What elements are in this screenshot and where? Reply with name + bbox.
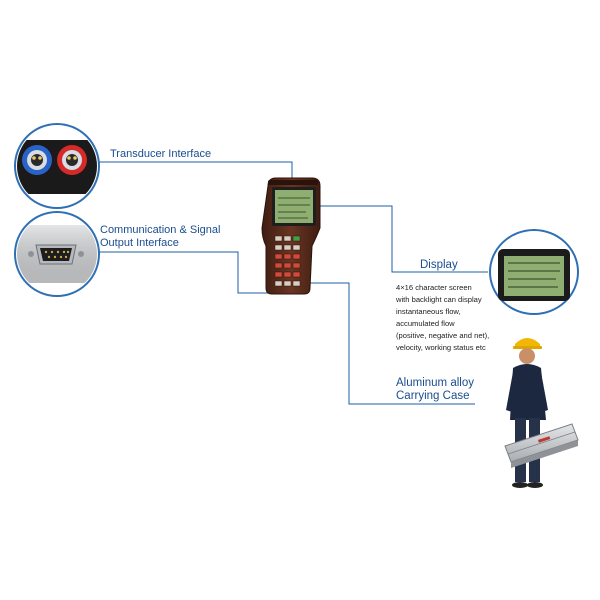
display-description-line: accumulated flow [396,319,455,328]
lcd-screen-icon [498,249,570,301]
connector-lines [97,161,488,405]
device-keypad [274,235,301,287]
display-line [318,205,488,273]
display-description: 4×16 character screen with backlight can… [396,282,489,354]
lemo-connector-icon [17,140,97,194]
display-description-line: instantaneous flow, [396,307,461,316]
aluminum-case-label-line2: Carrying Case [396,390,470,402]
transducer-interface-label: Transducer Interface [110,148,212,160]
communication-interface-label-line2: Output Interface [100,237,179,249]
display-label: Display [420,259,458,271]
communication-line [97,251,280,294]
display-description-line: with backlight can display [396,295,482,304]
aluminum-case-icon [504,423,579,468]
transducer-circle [14,123,100,209]
communication-circle [14,211,100,297]
case-line [300,282,475,405]
communication-interface-label-line1: Communication & Signal [100,224,221,236]
display-description-line: (positive, negative and net), [396,331,490,340]
flowmeter-device-icon [261,177,321,295]
aluminum-case-label-line1: Aluminum alloy [396,377,474,389]
display-description-line: velocity, working status etc [396,343,486,352]
display-description-line: 4×16 character screen [396,283,472,292]
transducer-line [97,161,293,180]
db9-port-icon [17,225,97,283]
display-circle [489,229,579,315]
